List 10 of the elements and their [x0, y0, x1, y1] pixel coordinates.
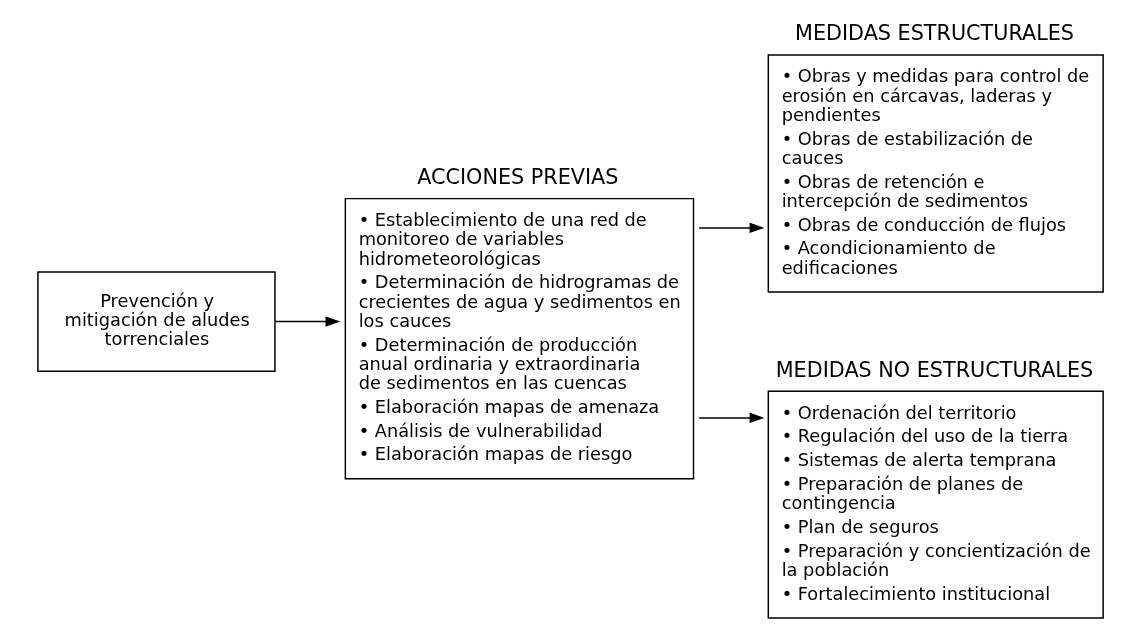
node-box: • Obras y medidas para control de erosión en cárcavas, laderas y pendientes • Obras de estabilización de cauces • Obras de retención e intercepción de sedimentos • Obras de conducción de flujos • Acondicionamiento de edificaciones	[767, 54, 1104, 293]
node-box: Prevención y mitigación de aludes torrenciales	[37, 271, 276, 372]
arrow	[698, 412, 765, 424]
node-label: ACCIONES PREVIAS	[417, 165, 619, 190]
arrow	[274, 316, 341, 327]
node-box: • Establecimiento de una red de monitoreo de variables hidrometeorológicas • Determinación de hidrogramas de crecientes de agua y sedimentos en los cauces • Determinación de producción anual ordinaria y extraordinaria de sedimentos en las cuencas • Elaboración mapas de amenaza • Análisis de vulnerabilidad • Elaboración mapas de riesgo	[344, 197, 695, 480]
node-label: MEDIDAS NO ESTRUCTURALES	[775, 357, 1094, 382]
arrow	[698, 222, 765, 234]
node-label: MEDIDAS ESTRUCTURALES	[794, 21, 1074, 46]
node-box: • Ordenación del territorio • Regulación del uso de la tierra • Sistemas de alerta temprana • Preparación de planes de contingencia • Plan de seguros • Preparación y concientización de la población • Fortalecimiento institucional	[767, 390, 1104, 619]
